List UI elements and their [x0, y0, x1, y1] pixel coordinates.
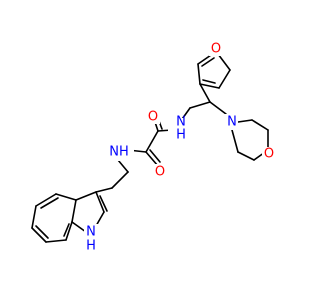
bond: [202, 79, 216, 84]
atom-label-layer: O N O N H O O NH N H: [84, 42, 276, 254]
amide-nitrogen-right-h-label: H: [176, 128, 186, 143]
bond: [71, 199, 77, 223]
atom-label-bg: [146, 110, 160, 124]
bond: [199, 83, 220, 89]
bond: [99, 195, 108, 212]
atom-label-bg: [84, 224, 98, 254]
indole-hydrogen-label: H: [86, 239, 96, 254]
bond: [75, 191, 97, 201]
bond: [35, 225, 49, 239]
bond: [111, 171, 129, 189]
bond: [237, 119, 253, 123]
carbonyl-oxygen-top-label: O: [148, 110, 158, 125]
bond: [117, 159, 129, 173]
bond: [201, 57, 215, 67]
bond: [217, 53, 231, 71]
bond: [199, 83, 211, 103]
bond: [63, 223, 70, 237]
bond: [71, 221, 87, 233]
bond: [31, 227, 47, 243]
bond: [65, 221, 73, 241]
bond: [55, 193, 77, 201]
bond: [251, 119, 269, 131]
indole-nitrogen-label: N: [86, 225, 96, 240]
furan-oxygen-label: O: [211, 42, 221, 57]
molecule-canvas: O N O N H O O NH N H: [31, 41, 276, 254]
bond: [189, 101, 211, 109]
bond: [149, 149, 161, 163]
atom-label-bg: [153, 164, 167, 178]
amide-nitrogen-right-label: N: [176, 115, 186, 130]
morpholine-oxygen-label: O: [264, 147, 274, 162]
bond: [197, 63, 201, 85]
bond: [237, 151, 255, 161]
bond: [95, 211, 105, 227]
bond: [31, 205, 37, 229]
bond: [209, 101, 227, 115]
bond: [218, 69, 231, 89]
bond: [35, 193, 57, 207]
carbonyl-oxygen-bottom-label: O: [155, 165, 165, 180]
bond: [145, 130, 159, 153]
bond: [45, 239, 67, 243]
molecule-structure: O N O N H O O NH N H: [31, 41, 276, 254]
amide-nitrogen-left-label: NH: [109, 145, 129, 160]
bond: [40, 197, 59, 209]
atom-label-bg: [104, 143, 134, 161]
bond: [95, 191, 105, 213]
atom-label-bg: [262, 147, 276, 161]
bond: [231, 129, 239, 153]
bond: [95, 187, 113, 193]
atom-label-bg: [224, 114, 238, 130]
morpholine-nitrogen-label: N: [227, 115, 237, 130]
atom-label-bg: [209, 42, 223, 56]
atom-label-bg: [168, 118, 198, 142]
bond: [145, 151, 159, 167]
